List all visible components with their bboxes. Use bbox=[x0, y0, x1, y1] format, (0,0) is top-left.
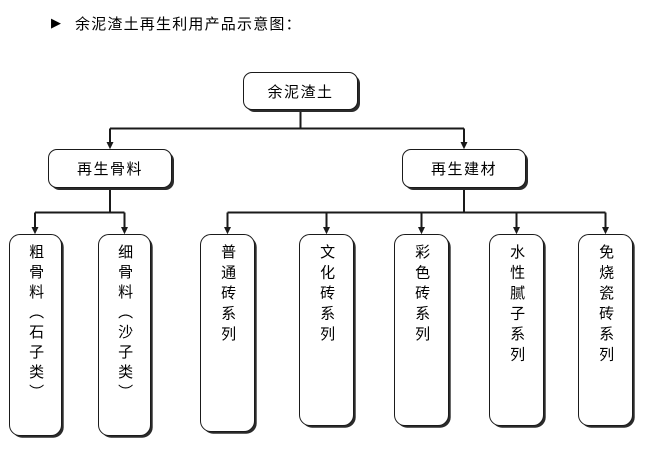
node-water-based-putty-series[interactable]: 水性腻子系列 bbox=[489, 234, 544, 426]
page-title: 余泥渣土再生利用产品示意图： bbox=[75, 14, 302, 33]
triangle-right-icon: ▶ bbox=[51, 15, 61, 31]
node-fine-aggregate-label: 细骨料（沙子类） bbox=[116, 244, 135, 404]
node-color-brick-series[interactable]: 彩色砖系列 bbox=[394, 234, 449, 426]
node-culture-brick-series-label: 文化砖系列 bbox=[318, 244, 337, 347]
node-recycled-aggregate[interactable]: 再生骨料 bbox=[48, 149, 172, 188]
node-root-label: 余泥渣土 bbox=[267, 82, 334, 101]
node-coarse-aggregate[interactable]: 粗骨料（石子类） bbox=[9, 234, 62, 436]
node-unfired-ceramic-tile-series-label: 免烧瓷砖系列 bbox=[597, 244, 616, 367]
node-ordinary-brick-series-label: 普通砖系列 bbox=[219, 244, 238, 347]
node-fine-aggregate[interactable]: 细骨料（沙子类） bbox=[98, 234, 151, 436]
node-root[interactable]: 余泥渣土 bbox=[243, 72, 358, 110]
node-color-brick-series-label: 彩色砖系列 bbox=[413, 244, 432, 347]
node-recycled-building-material-label: 再生建材 bbox=[430, 160, 497, 178]
page-header: ▶ 余泥渣土再生利用产品示意图： bbox=[0, 0, 653, 46]
node-unfired-ceramic-tile-series[interactable]: 免烧瓷砖系列 bbox=[578, 234, 633, 426]
node-recycled-building-material[interactable]: 再生建材 bbox=[402, 149, 526, 188]
node-ordinary-brick-series[interactable]: 普通砖系列 bbox=[200, 234, 255, 432]
node-recycled-aggregate-label: 再生骨料 bbox=[76, 160, 143, 178]
node-water-based-putty-series-label: 水性腻子系列 bbox=[508, 244, 527, 367]
node-culture-brick-series[interactable]: 文化砖系列 bbox=[299, 234, 354, 426]
node-coarse-aggregate-label: 粗骨料（石子类） bbox=[27, 244, 46, 404]
